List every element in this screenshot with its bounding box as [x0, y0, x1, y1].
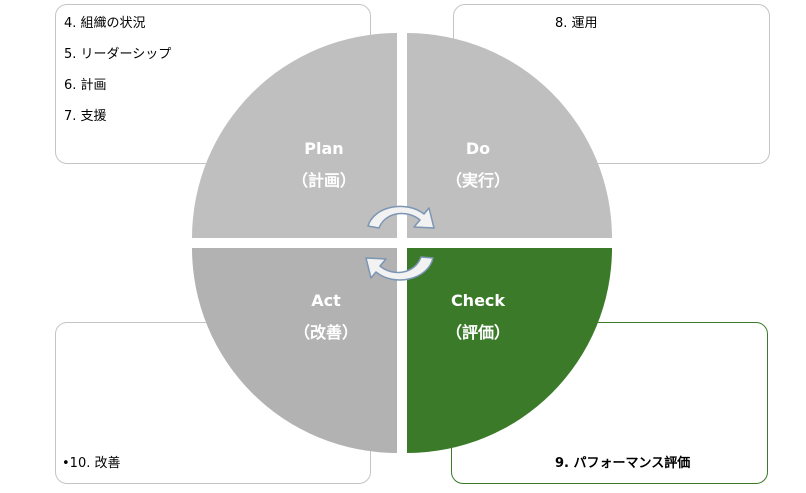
check-quadrant — [407, 248, 612, 453]
list-item: 5. リーダーシップ — [64, 47, 172, 62]
plan-item-list: 4. 組織の状況 5. リーダーシップ 6. 計画 7. 支援 — [64, 8, 171, 132]
check-title: Check — [450, 291, 506, 310]
act-subtitle: （改善） — [293, 323, 358, 342]
list-item: 4. 組織の状況 — [64, 16, 146, 31]
list-item: 9. パフォーマンス評価 — [555, 456, 691, 471]
cycle-arrows-icon — [365, 205, 435, 281]
check-label: Check （評価） — [413, 285, 543, 349]
plan-quadrant — [192, 33, 397, 238]
plan-subtitle: （計画） — [291, 171, 356, 190]
list-item: 6. 計画 — [64, 78, 107, 93]
plan-title: Plan — [304, 139, 344, 158]
list-item: 7. 支援 — [64, 109, 107, 124]
list-item: 8. 運用 — [555, 16, 598, 31]
act-item-list: •10. 改善 — [62, 448, 120, 479]
do-subtitle: （実行） — [445, 171, 510, 190]
do-item-list: 8. 運用 — [555, 8, 598, 39]
do-quadrant — [407, 33, 612, 238]
list-item: •10. 改善 — [62, 456, 121, 471]
act-label: Act （改善） — [261, 285, 391, 349]
check-subtitle: （評価） — [445, 323, 510, 342]
do-label: Do （実行） — [413, 133, 543, 197]
act-quadrant — [192, 248, 397, 453]
check-item-list: 9. パフォーマンス評価 — [555, 448, 690, 479]
act-title: Act — [311, 291, 341, 310]
plan-label: Plan （計画） — [259, 133, 389, 197]
do-title: Do — [465, 139, 491, 158]
